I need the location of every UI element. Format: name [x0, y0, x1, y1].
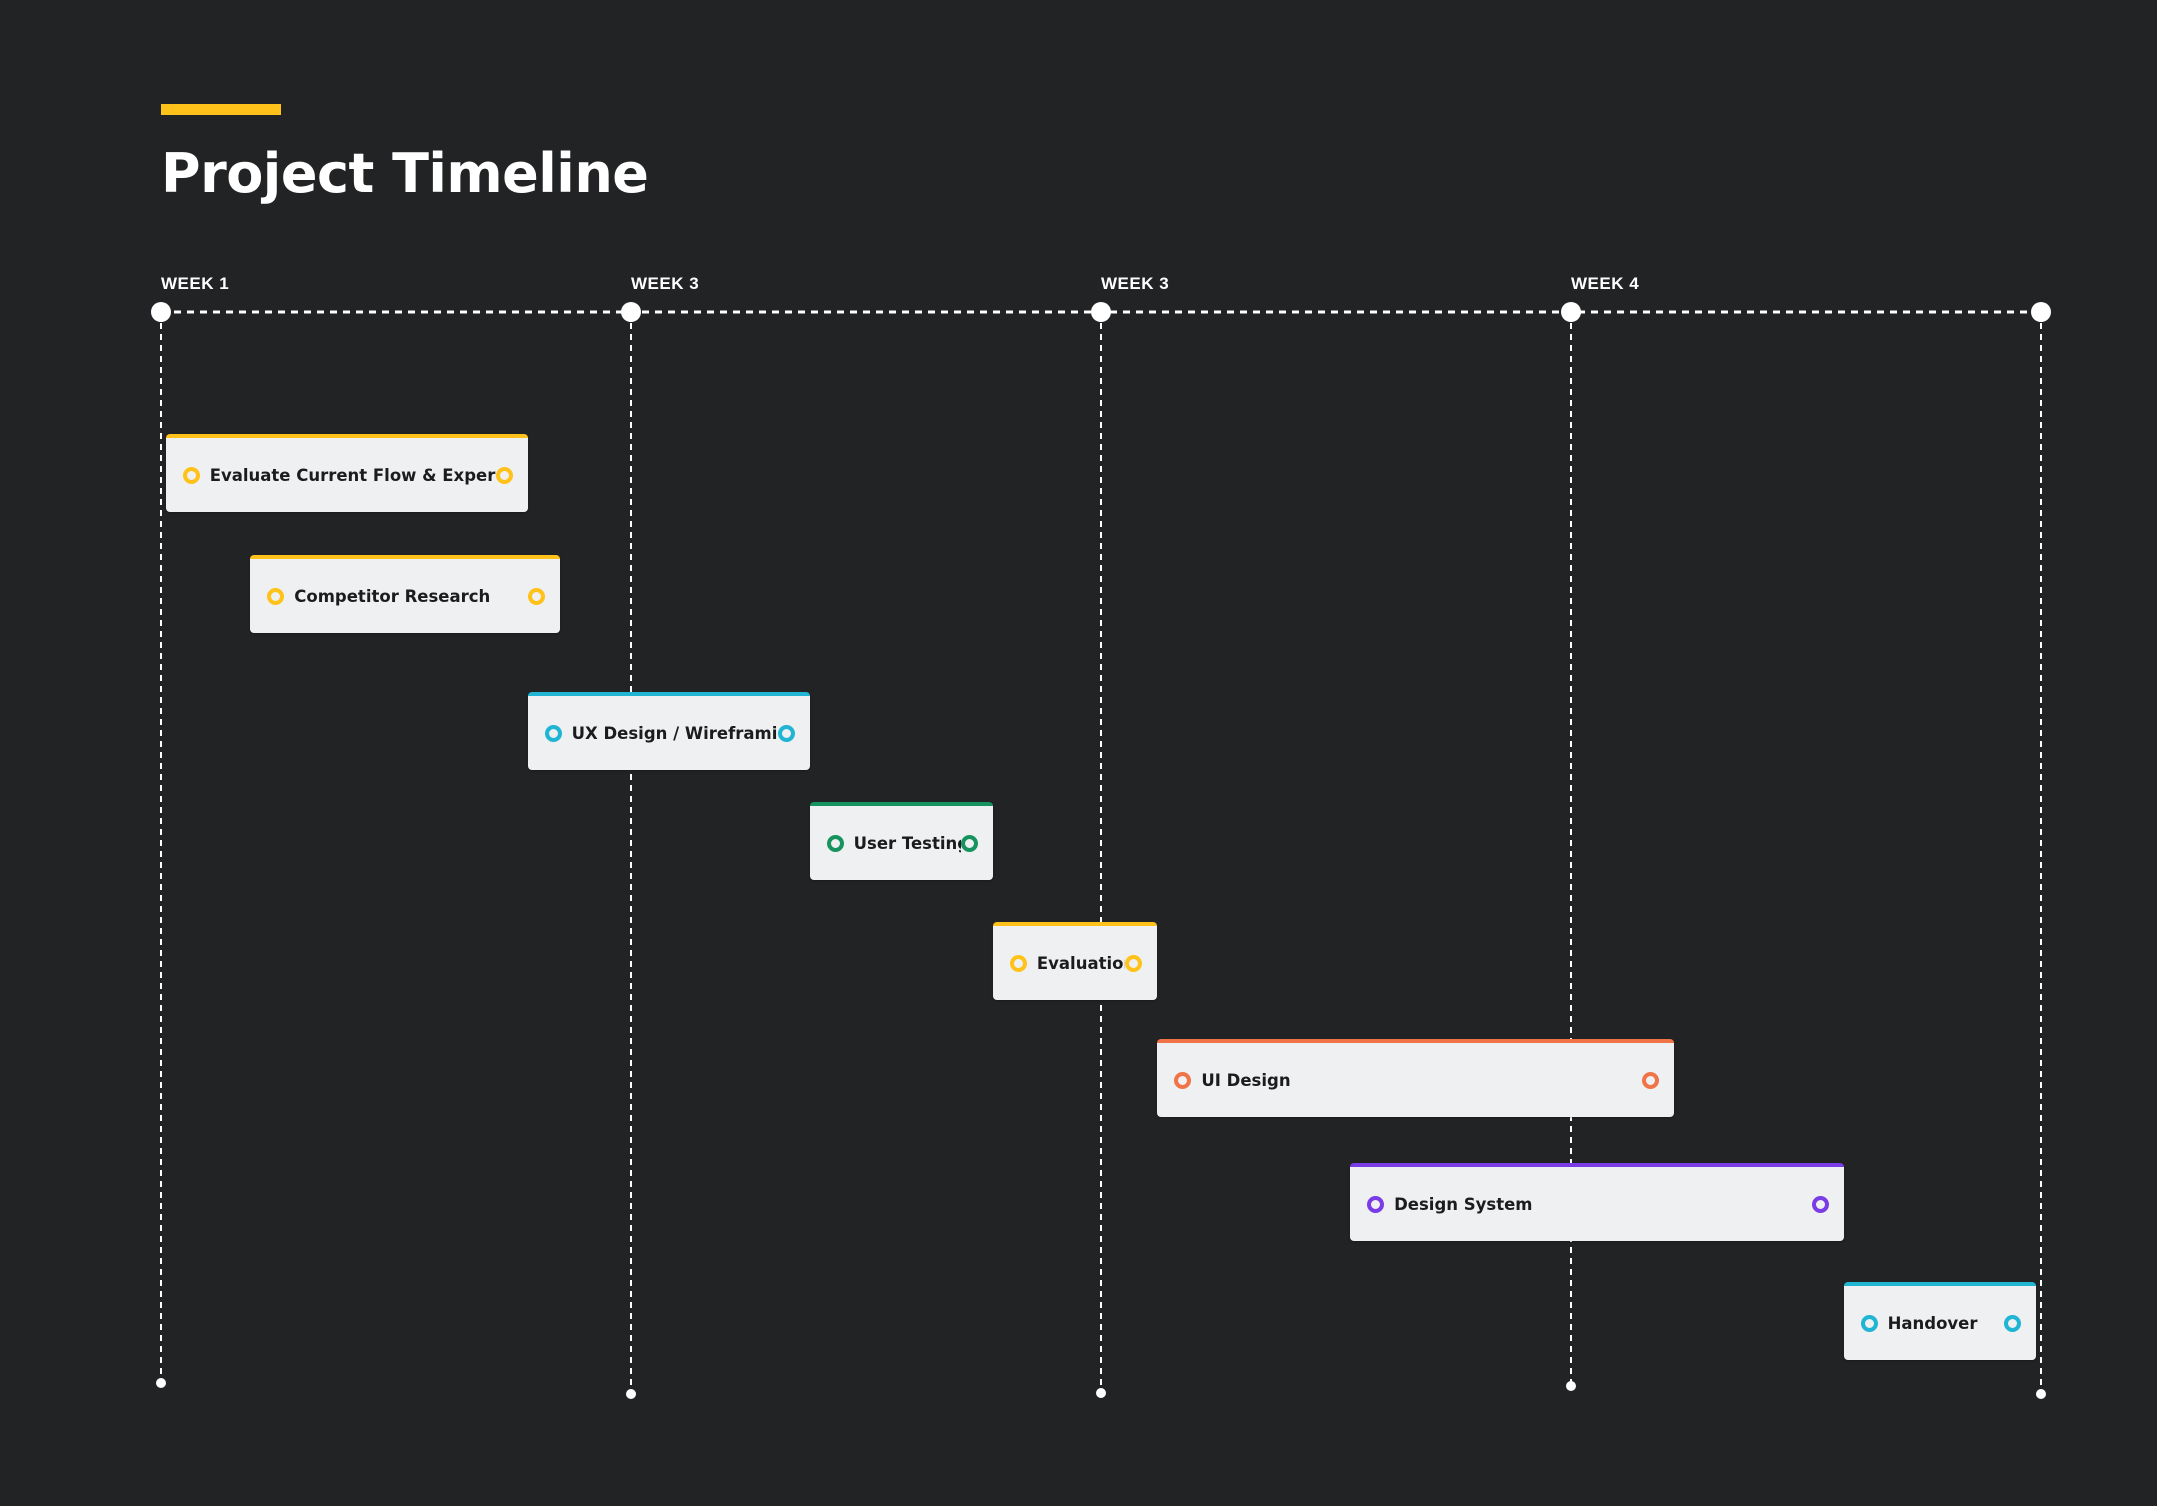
- task-end-dot-icon: [528, 587, 546, 605]
- task-label: User Testing: [853, 833, 961, 853]
- task-card[interactable]: Competitor Research: [250, 555, 561, 633]
- task-end-dot-icon: [495, 466, 513, 484]
- week-end-marker: [2036, 1389, 2046, 1399]
- task-label: Evaluate Current Flow & Experience: [209, 465, 496, 485]
- task-label: UI Design: [1201, 1070, 1291, 1090]
- week-end-marker: [626, 1389, 636, 1399]
- task-end-dot-icon: [2004, 1314, 2022, 1332]
- week-label: WEEK 4: [1571, 274, 1639, 293]
- task-start-dot-icon: [267, 587, 285, 605]
- task-end-dot-icon: [960, 834, 978, 852]
- task-card[interactable]: Handover: [1843, 1282, 2037, 1360]
- week-label: WEEK 3: [631, 274, 699, 293]
- task-card[interactable]: Evaluate Current Flow & Experience: [165, 434, 528, 512]
- task-start-dot-icon: [182, 466, 200, 484]
- week-label: WEEK 1: [161, 274, 229, 293]
- week-label: WEEK 3: [1101, 274, 1169, 293]
- week-end-marker: [1566, 1381, 1576, 1391]
- week-marker: [1091, 302, 1111, 322]
- title-accent-bar: [161, 104, 281, 115]
- week-marker: [621, 302, 641, 322]
- task-start-dot-icon: [1009, 954, 1027, 972]
- week-marker: [2031, 302, 2051, 322]
- task-end-dot-icon: [1642, 1071, 1660, 1089]
- task-card[interactable]: Evaluation: [992, 922, 1158, 1000]
- week-end-marker: [1096, 1388, 1106, 1398]
- task-end-dot-icon: [777, 724, 795, 742]
- task-label: Competitor Research: [294, 586, 491, 606]
- task-label: Handover: [1887, 1313, 1978, 1333]
- task-start-dot-icon: [826, 834, 844, 852]
- task-card[interactable]: UI Design: [1157, 1039, 1675, 1117]
- week-end-marker: [156, 1378, 166, 1388]
- task-end-dot-icon: [1811, 1195, 1829, 1213]
- task-end-dot-icon: [1125, 954, 1143, 972]
- task-start-dot-icon: [544, 724, 562, 742]
- task-label: Design System: [1394, 1194, 1533, 1214]
- task-card[interactable]: Design System: [1350, 1163, 1844, 1241]
- week-marker: [1561, 302, 1581, 322]
- week-marker: [151, 302, 171, 322]
- task-card[interactable]: User Testing: [809, 802, 993, 880]
- task-start-dot-icon: [1174, 1071, 1192, 1089]
- task-card[interactable]: UX Design / Wireframing: [527, 692, 810, 770]
- task-label: UX Design / Wireframing: [571, 723, 778, 743]
- task-label: Evaluation: [1036, 953, 1126, 973]
- task-start-dot-icon: [1367, 1195, 1385, 1213]
- page-title: Project Timeline: [161, 142, 649, 205]
- task-start-dot-icon: [1860, 1314, 1878, 1332]
